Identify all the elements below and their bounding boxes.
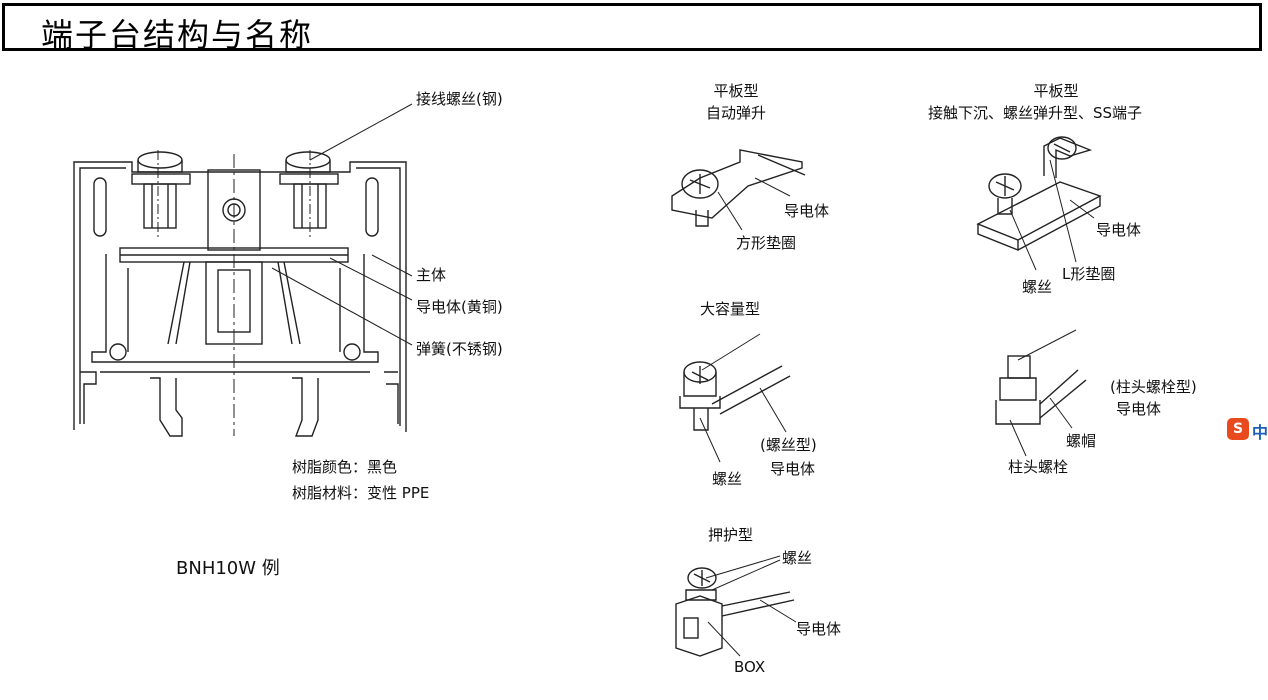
resin-material-label: 树脂材料：变性 PPE	[292, 484, 430, 502]
pressure-conductor-label: 导电体	[796, 620, 842, 638]
resin-color-label: 树脂颜色：黑色	[292, 458, 398, 476]
left-screw-assembly	[131, 151, 191, 229]
page-title: 端子台结构与名称	[41, 16, 314, 54]
flat-auto-diagram	[671, 149, 806, 231]
terminal-block-diagram	[73, 103, 413, 437]
flat-contact-conductor-label: 导电体	[1096, 221, 1142, 239]
spring-label: 弹簧(不锈钢)	[416, 340, 503, 358]
stud-nut-label: 螺帽	[1066, 432, 1097, 450]
pressure-title: 押护型	[708, 526, 754, 544]
flat-auto-conductor-label: 导电体	[784, 202, 830, 220]
flat-contact-washer-label: L形垫圈	[1062, 265, 1116, 283]
stud-diagram	[995, 329, 1087, 457]
right-screw-assembly	[279, 151, 339, 229]
body-label: 主体	[416, 266, 447, 284]
large-capacity-conductor-label: 导电体	[770, 460, 816, 478]
large-capacity-title: 大容量型	[700, 300, 761, 318]
flat-auto-title-1: 平板型	[713, 82, 759, 100]
flat-contact-title-2: 接触下沉、螺丝弹升型、SS端子	[928, 104, 1143, 122]
flat-contact-diagram	[976, 136, 1102, 271]
flat-contact-screw-label: 螺丝	[1022, 278, 1053, 296]
pressure-diagram	[675, 555, 797, 657]
pressure-screw-label: 螺丝	[782, 549, 813, 567]
stud-conductor-label: 导电体	[1116, 400, 1162, 418]
large-capacity-diagram	[679, 333, 791, 463]
conductor-label: 导电体(黄铜)	[416, 298, 503, 316]
large-capacity-type-note: (螺丝型)	[760, 436, 817, 454]
stud-bolt-label: 柱头螺栓	[1008, 458, 1069, 476]
title-bar: 端子台结构与名称	[2, 3, 1262, 54]
model-label: BNH10W 例	[176, 558, 280, 579]
flat-contact-title-1: 平板型	[1033, 82, 1079, 100]
flat-auto-title-2: 自动弹升	[705, 104, 766, 122]
screw-label: 接线螺丝(钢)	[416, 90, 503, 108]
large-capacity-screw-label: 螺丝	[712, 470, 743, 488]
stud-type-note: (柱头螺栓型)	[1110, 378, 1197, 396]
pressure-box-label: BOX	[734, 658, 766, 676]
ime-mode-indicator[interactable]: 中	[1252, 423, 1268, 442]
flat-auto-washer-label: 方形垫圈	[736, 234, 797, 252]
ime-logo-icon[interactable]: S	[1227, 418, 1249, 440]
